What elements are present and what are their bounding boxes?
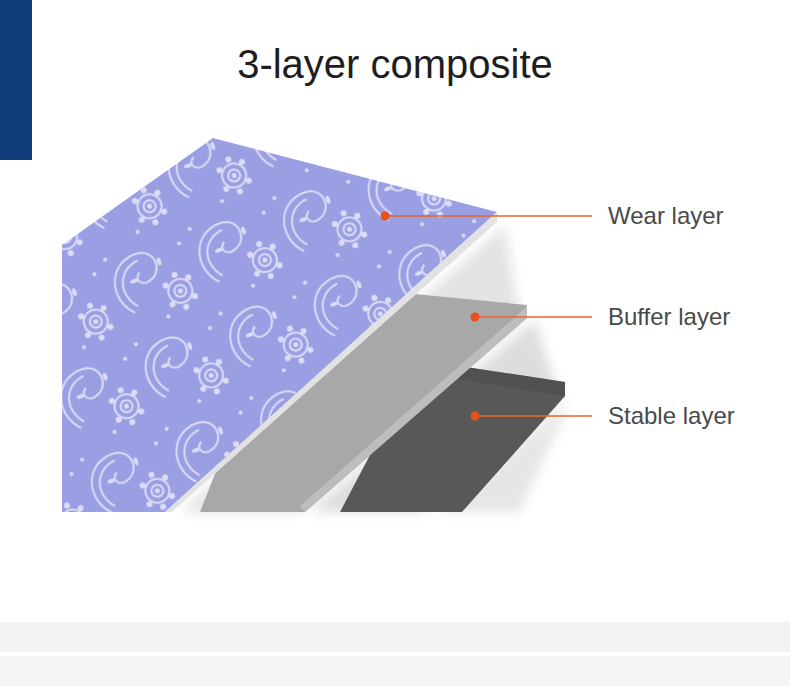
layer-label: Wear layer	[608, 201, 724, 231]
layer-label: Stable layer	[608, 401, 735, 431]
diagram-title: 3-layer composite	[0, 40, 790, 88]
layer-label: Buffer layer	[608, 302, 730, 332]
